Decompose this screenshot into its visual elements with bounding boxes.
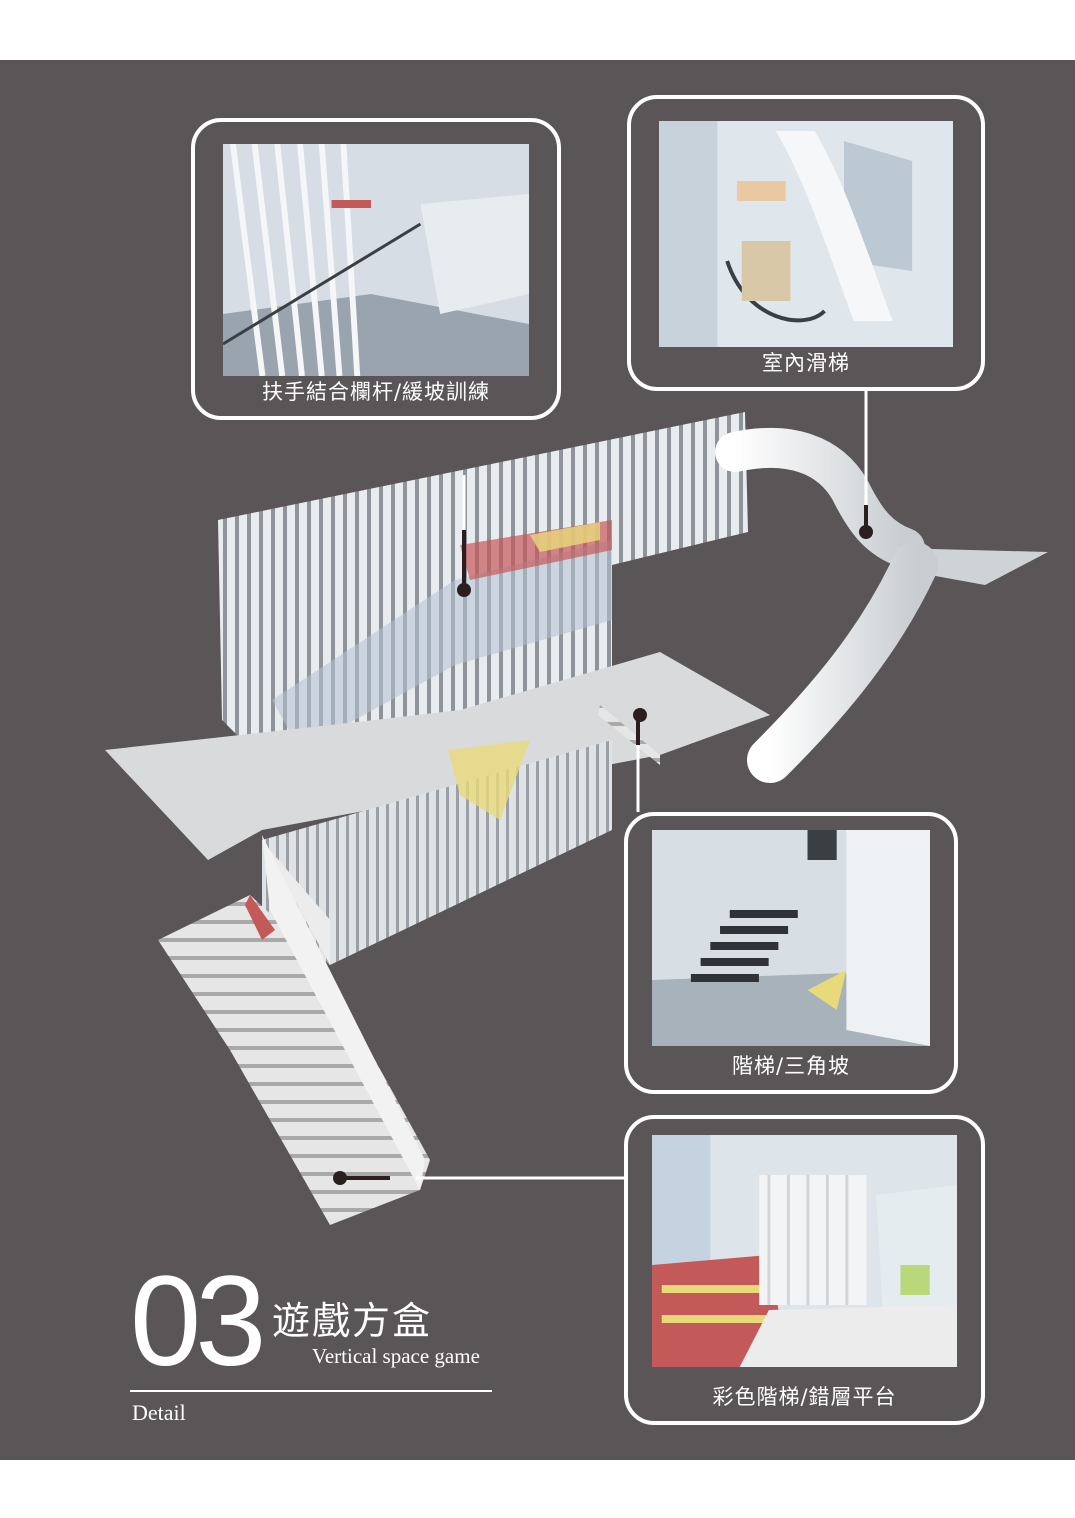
callout-colorful-stairs: 彩色階梯/錯層平台 bbox=[624, 1115, 985, 1425]
slide-label: 室內滑梯 bbox=[762, 351, 850, 375]
colorful-stairs-photo bbox=[652, 1135, 957, 1367]
section-number: 03 bbox=[130, 1250, 266, 1393]
callout-stairs: 階梯/三角坡 bbox=[624, 812, 958, 1094]
slatted-wall bbox=[218, 412, 748, 760]
stairs-label: 階梯/三角坡 bbox=[731, 1054, 851, 1078]
callout-handrail: 扶手結合欄杆/緩坡訓練 bbox=[191, 118, 561, 420]
section-title-chinese: 遊戲方盒 bbox=[272, 1299, 433, 1343]
vertical-space-model bbox=[105, 390, 1048, 1225]
section-title-english: Vertical space game bbox=[312, 1344, 480, 1368]
middle-platform bbox=[105, 652, 770, 860]
section-label: Detail bbox=[132, 1400, 186, 1425]
slide-photo bbox=[659, 121, 953, 347]
title-divider bbox=[130, 1390, 492, 1392]
handrail-photo bbox=[223, 144, 529, 376]
leader-dots bbox=[333, 505, 873, 1185]
slide-model bbox=[715, 427, 1048, 783]
colorful-stairs-label: 彩色階梯/錯層平台 bbox=[712, 1385, 897, 1409]
lower-stair bbox=[158, 835, 430, 1225]
callout-slide: 室內滑梯 bbox=[627, 95, 985, 391]
handrail-label: 扶手結合欄杆/緩坡訓練 bbox=[261, 380, 491, 404]
stairs-photo bbox=[652, 830, 930, 1046]
